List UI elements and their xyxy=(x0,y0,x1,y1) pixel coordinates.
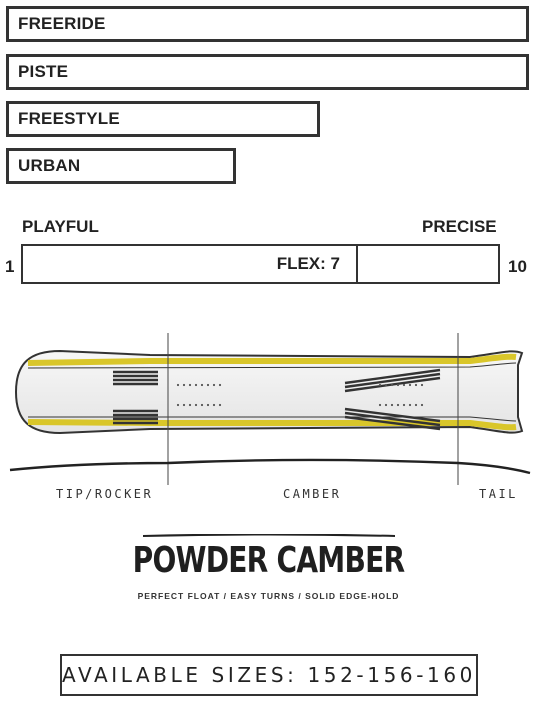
insert-dot xyxy=(182,403,186,407)
edge-stripe-top xyxy=(27,353,517,366)
insert-dot xyxy=(396,383,400,387)
edge-line-top xyxy=(27,362,517,369)
insert-dot xyxy=(206,383,210,387)
terrain-label: PISTE xyxy=(18,62,69,81)
rear-binding-stripes xyxy=(344,368,441,431)
terrain-bar-urban: URBAN xyxy=(6,148,236,184)
insert-dots xyxy=(176,383,424,407)
available-sizes: AVAILABLE SIZES: 152-156-160 xyxy=(60,654,478,696)
insert-dot xyxy=(384,403,388,407)
insert-dot xyxy=(408,403,412,407)
zone-label-camber: CAMBER xyxy=(283,487,342,501)
flex-min: 1 xyxy=(5,257,15,276)
insert-dot xyxy=(212,383,216,387)
profile-name: POWDER CAMBER xyxy=(132,540,405,581)
profile-tagline: PERFECT FLOAT / EASY TURNS / SOLID EDGE-… xyxy=(137,591,400,601)
terrain-label: URBAN xyxy=(18,156,81,175)
insert-dot xyxy=(396,403,400,407)
flex-right-label: PRECISE xyxy=(422,217,497,236)
insert-dot xyxy=(176,383,180,387)
insert-dot xyxy=(194,383,198,387)
edge-line-bottom xyxy=(28,416,517,422)
available-sizes-text: AVAILABLE SIZES: 152-156-160 xyxy=(62,663,477,687)
insert-dot xyxy=(414,383,418,387)
insert-dot xyxy=(218,383,222,387)
terrain-bar-piste: PISTE xyxy=(6,54,529,90)
insert-dot xyxy=(194,403,198,407)
edge-stripe-bottom xyxy=(27,419,517,431)
flex-max: 10 xyxy=(508,257,527,276)
insert-dot xyxy=(206,403,210,407)
terrain-bar-freestyle: FREESTYLE xyxy=(6,101,320,137)
insert-dot xyxy=(212,403,216,407)
insert-dot xyxy=(188,403,192,407)
title-brush-stroke xyxy=(143,534,395,537)
insert-dot xyxy=(200,383,204,387)
insert-dot xyxy=(188,383,192,387)
terrain-bar-freeride: FREERIDE xyxy=(6,6,529,42)
camber-baseline xyxy=(9,458,531,475)
insert-dot xyxy=(402,403,406,407)
zone-label-tip: TIP/ROCKER xyxy=(56,487,154,501)
insert-dot xyxy=(414,403,418,407)
insert-dot xyxy=(420,383,424,387)
insert-dot xyxy=(200,403,204,407)
front-binding-stripes xyxy=(113,370,158,425)
insert-dot xyxy=(390,403,394,407)
insert-dot xyxy=(402,383,406,387)
flex-left-label: PLAYFUL xyxy=(22,217,99,236)
flex-scale: FLEX: 7 xyxy=(21,244,500,284)
insert-dot xyxy=(176,403,180,407)
insert-dot xyxy=(218,403,222,407)
terrain-label: FREERIDE xyxy=(18,14,106,33)
insert-dot xyxy=(408,383,412,387)
flex-indicator: FLEX: 7 xyxy=(23,246,358,282)
insert-dot xyxy=(390,383,394,387)
flex-value-label: FLEX: 7 xyxy=(276,254,340,273)
insert-dot xyxy=(182,383,186,387)
insert-dot xyxy=(384,383,388,387)
zone-label-tail: TAIL xyxy=(479,487,518,501)
board-profile-illustration xyxy=(9,333,531,485)
insert-dot xyxy=(420,403,424,407)
terrain-label: FREESTYLE xyxy=(18,109,120,128)
insert-dot xyxy=(378,383,382,387)
insert-dot xyxy=(378,403,382,407)
